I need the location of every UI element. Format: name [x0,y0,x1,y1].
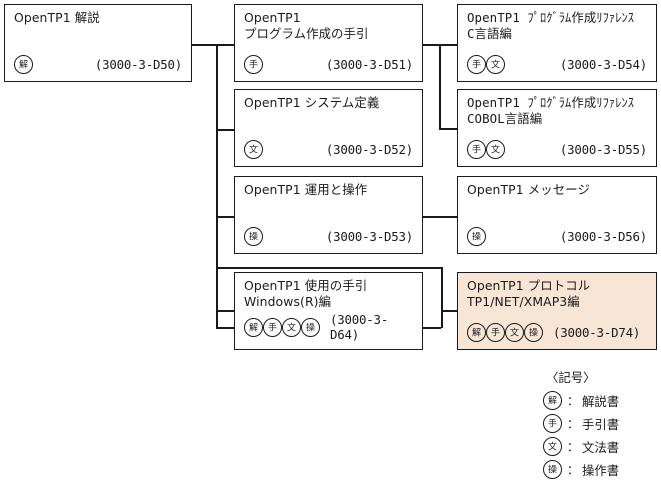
mark-sousa: 操 [301,317,320,337]
manual-code: (3000-3-D54) [559,57,647,72]
manual-title: OpenTP1 メッセージ [467,182,590,197]
connector-d74-trunk [441,267,443,328]
manual-footer: 手 文 (3000-3-D55) [467,140,647,159]
legend-label: 文法書 [582,439,620,455]
manual-footer: 操 (3000-3-D53) [244,227,413,246]
mark-bunpou: 文 [486,140,505,159]
manual-code: (3000-3-D53) [325,229,413,244]
mark-tebiki: 手 [467,140,486,159]
manual-footer: 操 (3000-3-D56) [467,227,647,246]
legend-label: 操作書 [582,462,620,478]
manual-marks: 解 手 文 操 [467,323,543,342]
manual-marks: 解 [14,55,33,74]
manual-title: OpenTP1 プログラム作成の手引 [244,10,369,41]
legend-separator: ： [567,394,580,408]
legend-label: 手引書 [582,416,620,432]
manual-marks: 手 [244,55,263,74]
mark-bunpou: 文 [486,55,505,74]
mark-sousa-icon: 操 [543,460,562,479]
mark-bunpou: 文 [505,323,524,342]
mark-bunpou: 文 [244,140,263,159]
connector-branch-d56 [423,216,457,218]
manual-code: (3000-3-D55) [559,142,647,157]
manual-title: OpenTP1 解説 [14,10,100,25]
mark-tebiki: 手 [467,55,486,74]
manual-code: (3000-3-D74) [553,325,641,340]
manual-footer: 手 文 (3000-3-D54) [467,55,647,74]
manual-box-d55[interactable]: OpenTP1 ﾌﾟﾛｸﾞﾗﾑ作成ﾘﾌｧﾚﾝｽ COBOL言語編 手 文 (30… [457,89,657,167]
manual-title: OpenTP1 運用と操作 [244,182,368,197]
manual-title: OpenTP1 システム定義 [244,95,380,110]
manual-code: (3000-3-D52) [325,142,413,157]
manual-footer: 解 (3000-3-D50) [14,55,182,74]
legend-separator: ： [567,417,580,431]
mark-kaisetsu: 解 [467,323,486,342]
connector-branch-d53 [216,216,234,218]
connector-d51-right-trunk [439,44,441,130]
legend-title: 〈記号〉 [546,370,596,385]
mark-kaisetsu: 解 [14,55,33,74]
legend-separator: ： [567,440,580,454]
connector-branch-d51 [216,44,234,46]
legend-row: 手 ： 手引書 [543,414,619,433]
connector-branch-d64 [216,310,234,312]
manual-code: (3000-3-D51) [325,57,413,72]
manual-box-d56[interactable]: OpenTP1 メッセージ 操 (3000-3-D56) [457,176,657,254]
manual-title: OpenTP1 ﾌﾟﾛｸﾞﾗﾑ作成ﾘﾌｧﾚﾝｽ COBOL言語編 [467,95,635,126]
mark-tebiki: 手 [263,317,282,337]
manual-code: (3000-3-D56) [559,229,647,244]
connector-branch-d54 [439,44,457,46]
manual-footer: 解 手 文 操 (3000-3-D64) [244,312,413,342]
mark-sousa: 操 [244,227,263,246]
manual-code: (3000-3-D50) [94,57,182,72]
manual-box-d50[interactable]: OpenTP1 解説 解 (3000-3-D50) [4,4,192,82]
manual-box-d74[interactable]: OpenTP1 プロトコル TP1/NET/XMAP3編 解 手 文 操 (30… [457,272,657,350]
manual-code: (3000-3-D64) [330,312,389,342]
mark-sousa: 操 [467,227,486,246]
connector-main-trunk [216,44,218,327]
mark-bunpou: 文 [282,317,301,337]
connector-branch-d52 [216,129,234,131]
manual-marks: 操 [467,227,486,246]
legend-separator: ： [567,463,580,477]
connector-branch-d55 [439,128,457,130]
connector-d50-stub [190,44,218,46]
connector-group-top [216,267,441,269]
connector-d51-right-stub [423,44,441,46]
mark-kaisetsu: 解 [244,317,263,337]
manual-footer: 文 (3000-3-D52) [244,140,413,159]
manual-box-d53[interactable]: OpenTP1 運用と操作 操 (3000-3-D53) [234,176,423,254]
manual-title: OpenTP1 使用の手引 Windows(R)編 [244,278,368,309]
mark-bunpou-icon: 文 [543,437,562,456]
manual-marks: 手 文 [467,55,505,74]
manual-title: OpenTP1 プロトコル TP1/NET/XMAP3編 [467,278,591,309]
manual-box-d52[interactable]: OpenTP1 システム定義 文 (3000-3-D52) [234,89,423,167]
connector-branch-d74 [441,310,457,312]
manual-marks: 手 文 [467,140,505,159]
legend-label: 解説書 [582,393,620,409]
manual-footer: 解 手 文 操 (3000-3-D74) [467,323,647,342]
manual-box-d51[interactable]: OpenTP1 プログラム作成の手引 手 (3000-3-D51) [234,4,423,82]
manual-marks: 解 手 文 操 [244,317,320,337]
manual-marks: 文 [244,140,263,159]
mark-tebiki-icon: 手 [543,414,562,433]
manual-box-d54[interactable]: OpenTP1 ﾌﾟﾛｸﾞﾗﾑ作成ﾘﾌｧﾚﾝｽ C言語編 手 文 (3000-3… [457,4,657,82]
legend-row: 文 ： 文法書 [543,437,619,456]
manual-marks: 操 [244,227,263,246]
mark-tebiki: 手 [486,323,505,342]
legend: 〈記号〉 解 ： 解説書 手 ： 手引書 文 ： 文法書 操 ： 操作書 [543,368,619,483]
mark-kaisetsu-icon: 解 [543,391,562,410]
manual-box-d64[interactable]: OpenTP1 使用の手引 Windows(R)編 解 手 文 操 (3000-… [234,272,423,350]
mark-sousa: 操 [524,323,543,342]
manual-title: OpenTP1 ﾌﾟﾛｸﾞﾗﾑ作成ﾘﾌｧﾚﾝｽ C言語編 [467,10,635,41]
legend-row: 操 ： 操作書 [543,460,619,479]
legend-row: 解 ： 解説書 [543,391,619,410]
mark-tebiki: 手 [244,55,263,74]
manual-footer: 手 (3000-3-D51) [244,55,413,74]
